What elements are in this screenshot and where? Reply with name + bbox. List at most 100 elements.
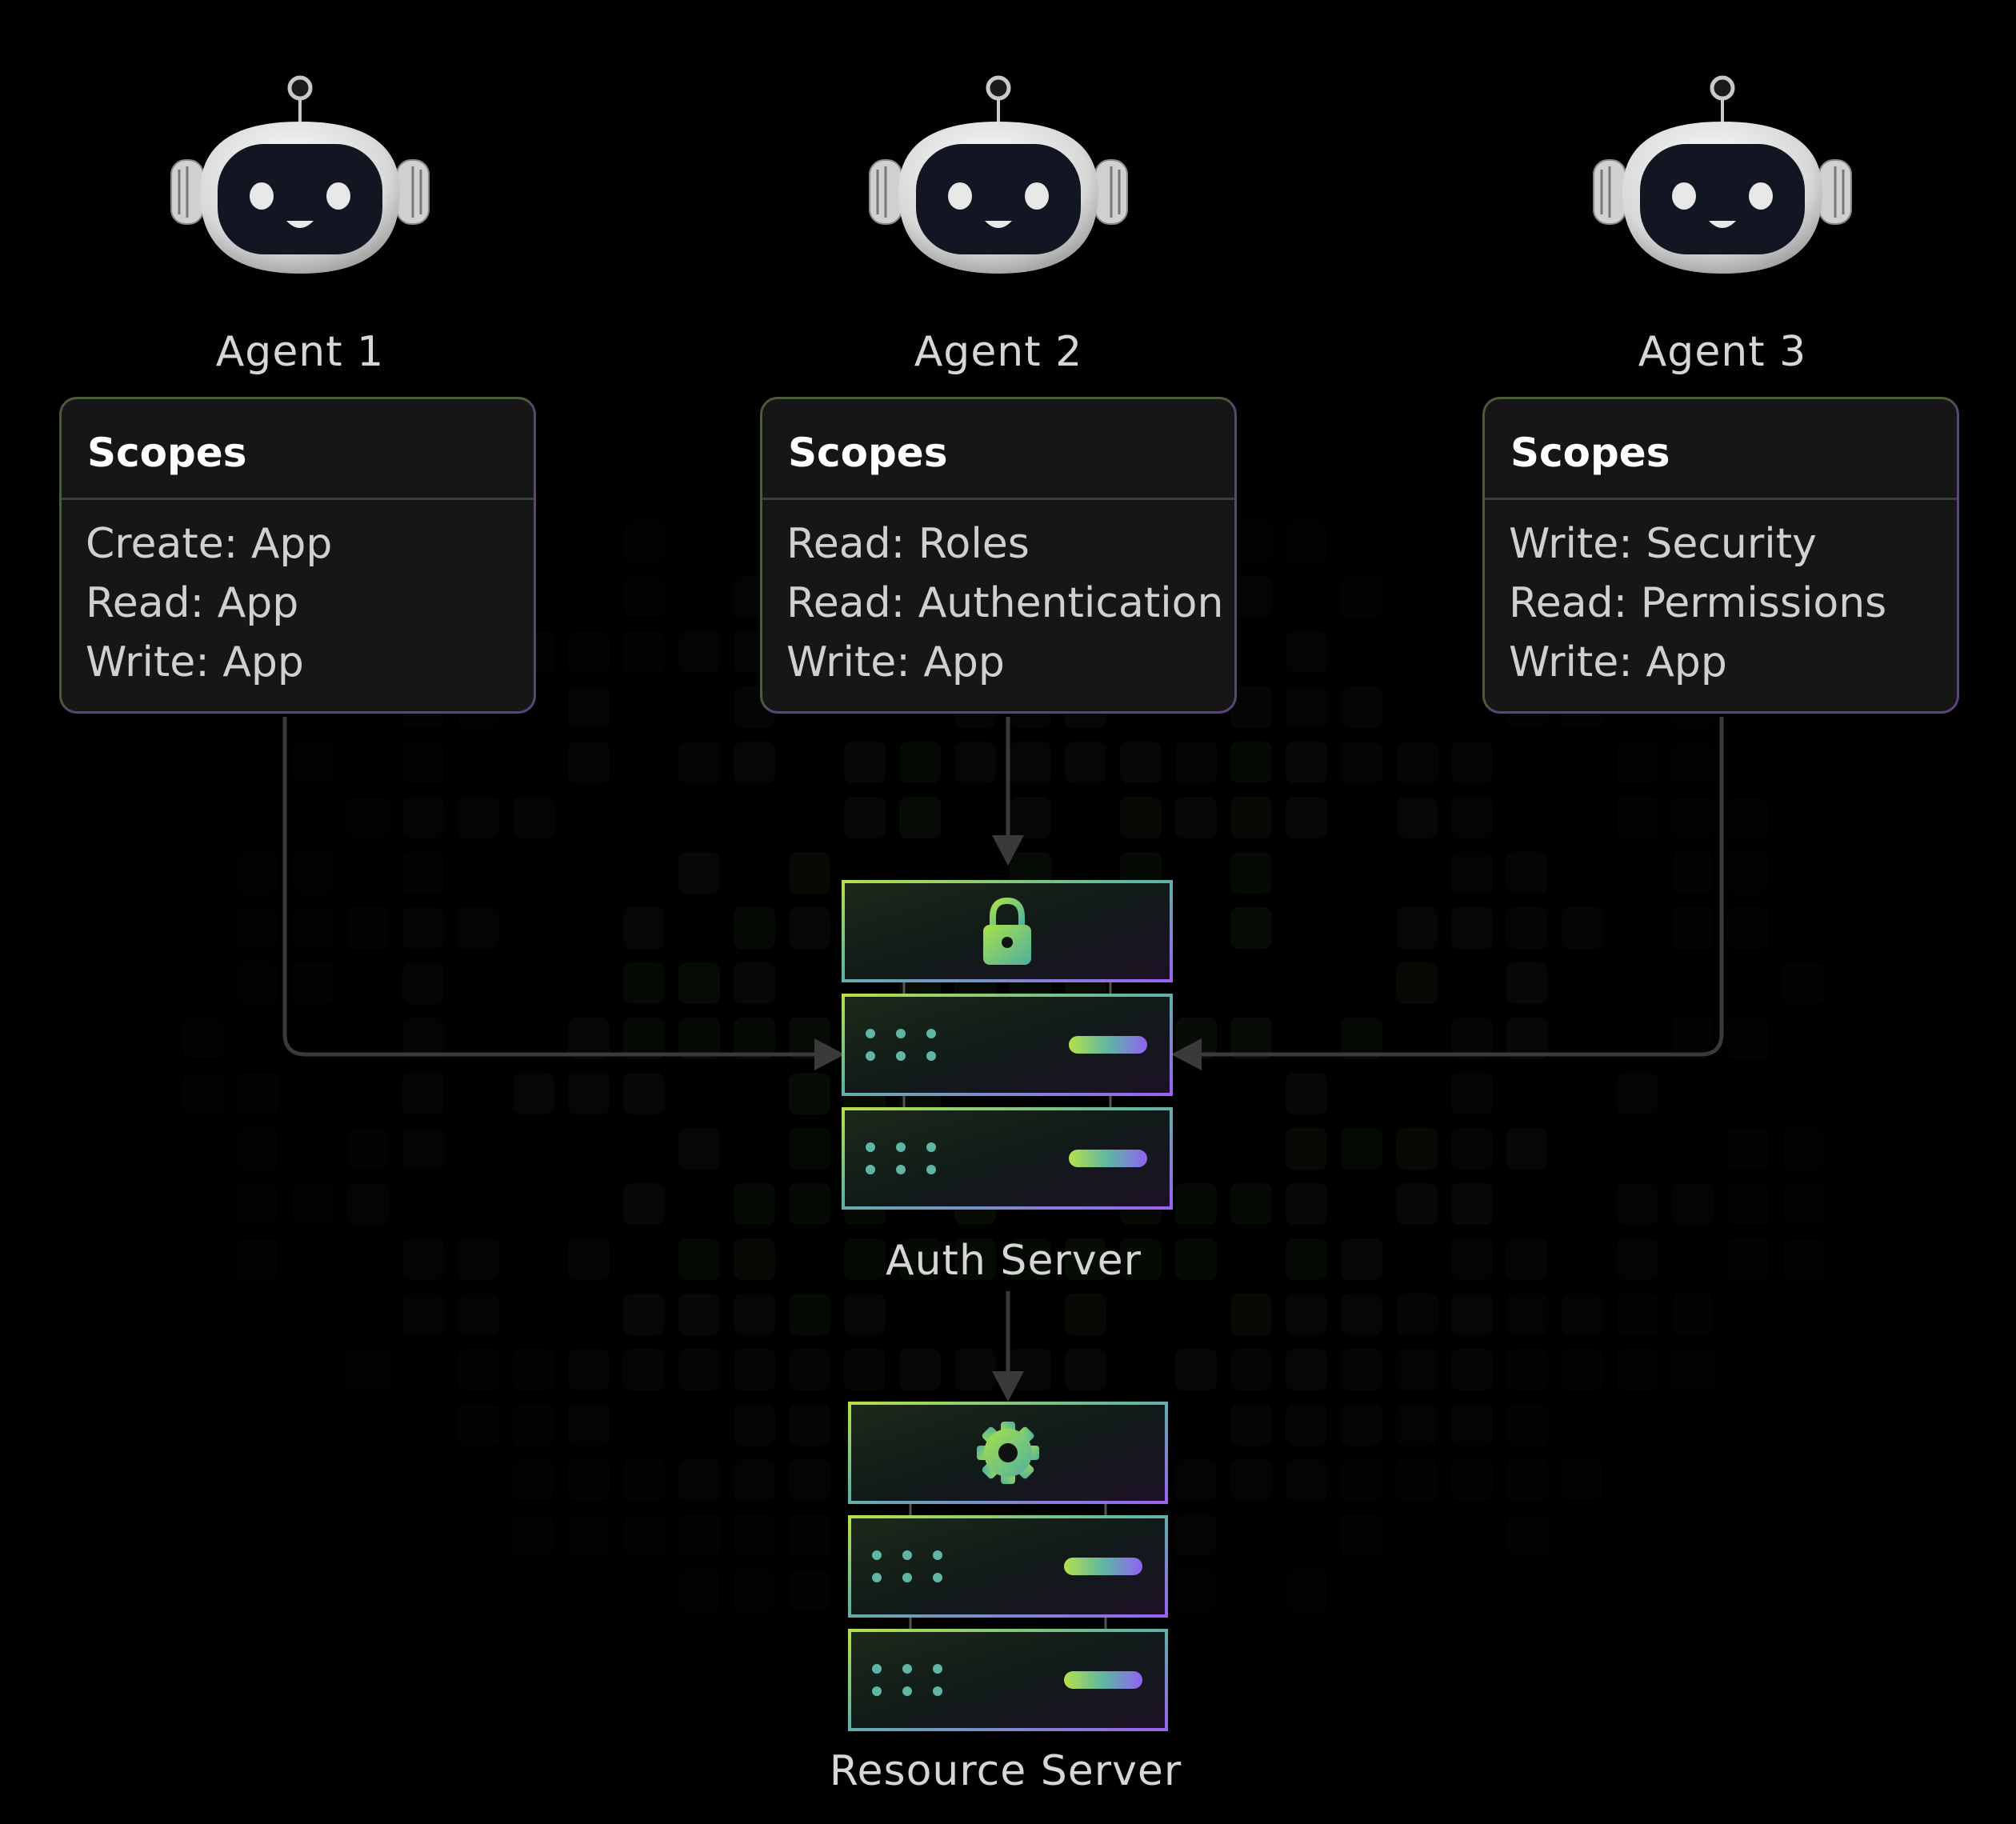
background-block: [789, 907, 830, 949]
background-block: [623, 907, 665, 949]
background-block: [623, 962, 665, 1004]
background-block: [1230, 1349, 1272, 1390]
background-block: [1451, 1128, 1493, 1170]
background-block: [513, 1073, 554, 1114]
background-block: [1506, 1238, 1548, 1280]
scopes-card-title: Scopes: [62, 399, 534, 500]
background-block: [1286, 1183, 1327, 1225]
background-block: [789, 1073, 830, 1114]
background-block: [954, 1349, 996, 1390]
background-block: [1396, 1183, 1438, 1225]
background-block: [1506, 962, 1548, 1004]
background-block: [1120, 797, 1162, 838]
background-block: [1396, 1128, 1438, 1170]
agent-3-name: Agent 3: [1638, 328, 1807, 376]
background-block: [1010, 1349, 1051, 1390]
background-block: [1396, 962, 1438, 1004]
background-block: [1175, 797, 1217, 838]
connector-agent1-auth: [282, 717, 814, 1057]
arrowhead-agent3: [1171, 1038, 1202, 1070]
background-block: [402, 962, 444, 1004]
background-block: [1451, 907, 1493, 949]
background-block: [1506, 1128, 1548, 1170]
background-block: [678, 742, 720, 783]
background-block: [1230, 797, 1272, 838]
background-block: [1065, 1294, 1106, 1335]
resource-server-rack: [848, 1402, 1168, 1731]
background-block: [1230, 686, 1272, 728]
scopes-card-title: Scopes: [762, 399, 1234, 500]
background-block: [899, 742, 941, 783]
scope-item: Read: App: [86, 579, 299, 627]
scope-item: Read: Roles: [786, 520, 1030, 568]
background-block: [734, 962, 775, 1004]
background-block: [678, 1349, 720, 1390]
background-block: [1341, 1018, 1382, 1059]
background-block: [734, 1183, 775, 1225]
background-block: [623, 1018, 665, 1059]
scope-item: Write: App: [86, 638, 304, 686]
background-block: [1506, 852, 1548, 894]
background-block: [678, 1238, 720, 1280]
background-block: [1175, 1349, 1217, 1390]
arrowhead-resource: [992, 1371, 1024, 1402]
background-block: [789, 1294, 830, 1335]
background-block: [678, 962, 720, 1004]
background-block: [1065, 1238, 1106, 1280]
arrowhead-agent1: [814, 1038, 845, 1070]
background-block: [1065, 742, 1106, 783]
background-block: [954, 1238, 996, 1280]
background-block: [513, 797, 554, 838]
scopes-card-agent-3: Scopes Write: Security Read: Permissions…: [1482, 397, 1959, 714]
lock-icon: [983, 897, 1031, 965]
background-block: [678, 1128, 720, 1170]
arrowhead-agent2: [992, 835, 1024, 866]
background-block: [899, 1238, 941, 1280]
scopes-card-agent-2: Scopes Read: Roles Read: Authentication …: [760, 397, 1237, 714]
background-block: [1451, 1349, 1493, 1390]
background-block: [1396, 907, 1438, 949]
background-block: [789, 1183, 830, 1225]
background-block: [623, 1073, 665, 1114]
background-block: [1286, 1294, 1327, 1335]
background-block: [1341, 1349, 1382, 1390]
background-block: [1286, 742, 1327, 783]
background-block: [1341, 1238, 1382, 1280]
background-block: [1120, 1238, 1162, 1280]
background-block: [1010, 1238, 1051, 1280]
background-block: [789, 1404, 830, 1446]
background-block: [568, 1073, 610, 1114]
scopes-card-agent-1: Scopes Create: App Read: App Write: App: [59, 397, 536, 714]
background-block: [844, 1349, 886, 1390]
background-block: [1230, 1183, 1272, 1225]
background-block: [1451, 1073, 1493, 1114]
background-block: [1230, 1294, 1272, 1335]
background-block: [1230, 852, 1272, 894]
background-block: [734, 1018, 775, 1059]
robot-avatar-agent-3: [1590, 72, 1854, 280]
background-block: [1286, 1238, 1327, 1280]
background-block: [623, 1349, 665, 1390]
background-block: [1175, 742, 1217, 783]
background-block: [844, 797, 886, 838]
background-block: [623, 1294, 665, 1335]
background-block: [402, 1073, 444, 1114]
background-block: [734, 742, 775, 783]
background-block: [1286, 1073, 1327, 1114]
background-block: [1341, 742, 1382, 783]
background-block: [1010, 797, 1051, 838]
background-block: [734, 1349, 775, 1390]
robot-avatar-agent-1: [168, 72, 432, 280]
background-block: [899, 797, 941, 838]
scope-item: Read: Authentication: [786, 579, 1224, 627]
auth-server-label: Auth Server: [886, 1237, 1142, 1285]
background-block: [1451, 1018, 1493, 1059]
background-block: [899, 1349, 941, 1390]
background-block: [1010, 742, 1051, 783]
background-block: [1506, 1018, 1548, 1059]
background-block: [1065, 1349, 1106, 1390]
background-block: [1506, 907, 1548, 949]
background-block: [1341, 686, 1382, 728]
agent-1-name: Agent 1: [215, 328, 385, 376]
